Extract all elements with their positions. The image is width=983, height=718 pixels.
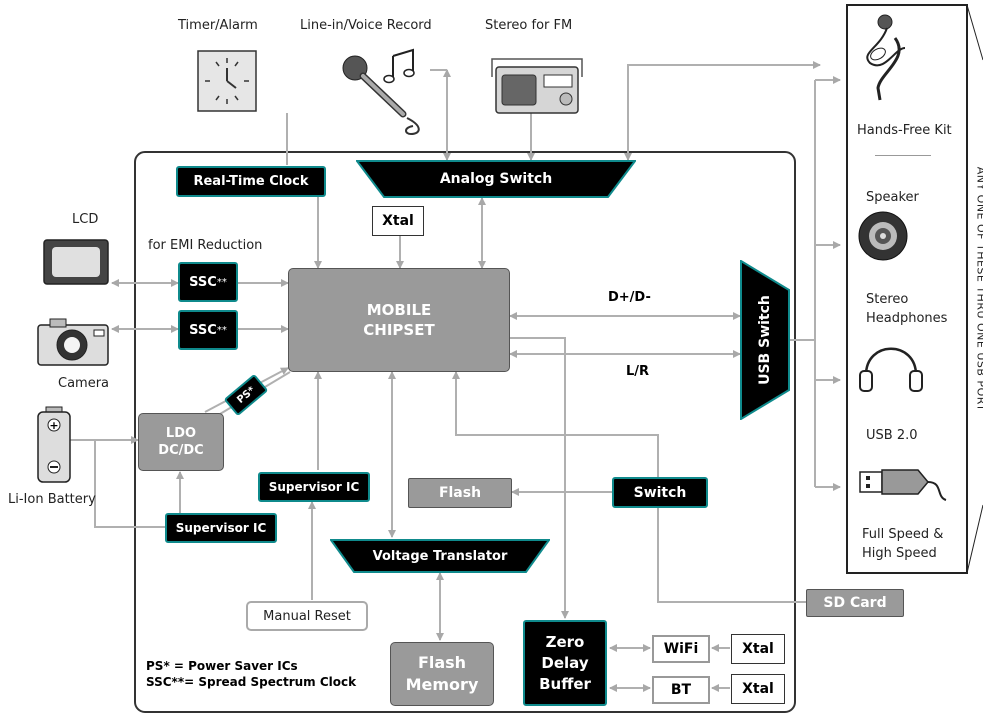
- line-in-label: Line-in/Voice Record: [300, 18, 432, 33]
- legend-ssc: SSC**= Spread Spectrum Clock: [146, 675, 357, 689]
- bt-block: BT: [652, 676, 710, 704]
- svg-text:+: +: [49, 419, 58, 432]
- stereo-headphones-label-2: Headphones: [866, 311, 948, 326]
- ldo-dcdc-block: LDO DC/DC: [138, 413, 224, 471]
- legend-ps: PS* = Power Saver ICs: [146, 659, 298, 673]
- handsfree-label: Hands-Free Kit: [857, 123, 952, 138]
- headset-icon: [850, 8, 930, 103]
- real-time-clock-block: Real-Time Clock: [176, 166, 326, 197]
- fullspeed-label-2: High Speed: [862, 546, 937, 561]
- ssc-footnote-mark: **: [216, 324, 227, 336]
- timer-label: Timer/Alarm: [178, 18, 258, 33]
- ssc-label: SSC: [189, 274, 217, 290]
- zero-delay-buffer-block: Zero Delay Buffer: [523, 620, 607, 706]
- panel-bracket: [966, 504, 983, 574]
- lcd-label: LCD: [72, 212, 99, 227]
- voltage-translator-block: Voltage Translator: [330, 539, 550, 573]
- chipset-line-2: CHIPSET: [363, 321, 435, 339]
- main-board-frame: [134, 151, 796, 713]
- ldo-line-1: LDO: [165, 426, 197, 441]
- ssc-footnote-mark: **: [216, 276, 227, 288]
- ssc-block-1: SSC**: [178, 262, 238, 302]
- lr-label: L/R: [626, 364, 650, 379]
- panel-divider: [875, 155, 931, 156]
- mobile-chipset-block: MOBILE CHIPSET: [288, 268, 510, 372]
- radio-icon: [490, 55, 585, 115]
- stereo-headphones-label-1: Stereo: [866, 292, 909, 307]
- supervisor-ic-block-1: Supervisor IC: [258, 472, 370, 502]
- wifi-block: WiFi: [652, 635, 710, 663]
- voltage-translator-label: Voltage Translator: [372, 548, 508, 564]
- manual-reset-box: Manual Reset: [246, 601, 368, 631]
- zdb-line-3: Buffer: [539, 674, 591, 693]
- microphone-icon: [335, 46, 430, 141]
- sd-card-block: SD Card: [806, 589, 904, 617]
- stereo-fm-label: Stereo for FM: [485, 18, 573, 33]
- usb-device-panel: [846, 4, 968, 574]
- flash-memory-block: Flash Memory: [390, 642, 494, 706]
- flash-memory-line-2: Memory: [405, 675, 479, 694]
- xtal-top-block: Xtal: [372, 206, 424, 236]
- music-note-icon: [383, 48, 415, 84]
- usb-switch-label: USB Switch: [757, 295, 773, 385]
- xtal-bt-block: Xtal: [731, 674, 785, 704]
- dpdm-label: D+/D-: [608, 290, 651, 305]
- supervisor-ic-block-2: Supervisor IC: [165, 513, 277, 543]
- zdb-line-2: Delay: [541, 653, 589, 672]
- ldo-line-2: DC/DC: [158, 443, 204, 458]
- usb-switch-block: USB Switch: [740, 260, 790, 420]
- fullspeed-label-1: Full Speed &: [862, 527, 944, 542]
- ssc-label: SSC: [189, 322, 217, 338]
- flash-memory-line-1: Flash: [417, 653, 467, 672]
- battery-icon: +: [36, 405, 72, 485]
- zdb-line-1: Zero: [545, 632, 585, 651]
- camera-label: Camera: [58, 376, 110, 391]
- flash-block: Flash: [408, 478, 512, 508]
- emi-label: for EMI Reduction: [148, 238, 263, 253]
- battery-label: Li-Ion Battery: [8, 492, 96, 507]
- speaker-icon: [857, 210, 909, 262]
- chipset-line-1: MOBILE: [366, 301, 432, 319]
- analog-switch-label: Analog Switch: [439, 171, 553, 187]
- xtal-wifi-block: Xtal: [731, 634, 785, 664]
- usb-plug-icon: [858, 462, 948, 504]
- headphones-icon: [858, 335, 924, 395]
- usb2-label: USB 2.0: [866, 428, 918, 443]
- switch-block: Switch: [612, 477, 708, 508]
- usb-port-note: ANY ONE OF THESE THRU ONE USB PORT: [974, 166, 983, 412]
- panel-bracket: [966, 4, 983, 61]
- analog-switch-block: Analog Switch: [356, 160, 636, 198]
- speaker-label: Speaker: [866, 190, 919, 205]
- lcd-icon: [42, 238, 112, 286]
- ssc-block-2: SSC**: [178, 310, 238, 350]
- camera-icon: [36, 317, 112, 367]
- clock-icon: [197, 50, 257, 112]
